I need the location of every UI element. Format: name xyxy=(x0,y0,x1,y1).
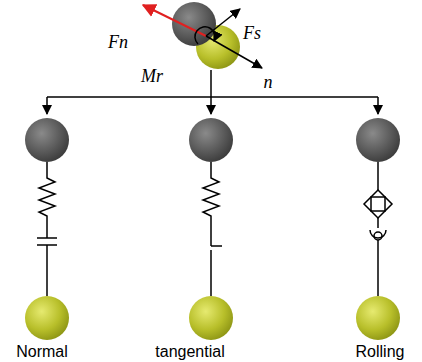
spring-dashpot-symbol xyxy=(37,162,57,296)
model-name: Rolling xyxy=(356,344,405,360)
particle-yellow xyxy=(356,296,400,340)
particle-yellow xyxy=(189,296,233,340)
model-name: tangential xyxy=(155,344,224,360)
particle-grey xyxy=(172,2,216,46)
force-symbol: Fs xyxy=(243,24,261,42)
branch-lines xyxy=(47,70,378,114)
particle-yellow xyxy=(25,296,69,340)
model-name: Normal xyxy=(16,344,68,360)
shear-force-arrow xyxy=(206,9,240,36)
force-symbol: Fn xyxy=(108,33,128,51)
particle-grey xyxy=(189,118,233,162)
vector-symbol: n xyxy=(264,73,273,91)
particle-grey xyxy=(25,118,69,162)
spring-slider-symbol xyxy=(203,162,222,296)
moment-symbol: Mr xyxy=(141,67,163,85)
moment-arrow xyxy=(195,27,215,44)
particle-grey xyxy=(356,118,400,162)
rolling-resistance-symbol xyxy=(364,162,392,296)
